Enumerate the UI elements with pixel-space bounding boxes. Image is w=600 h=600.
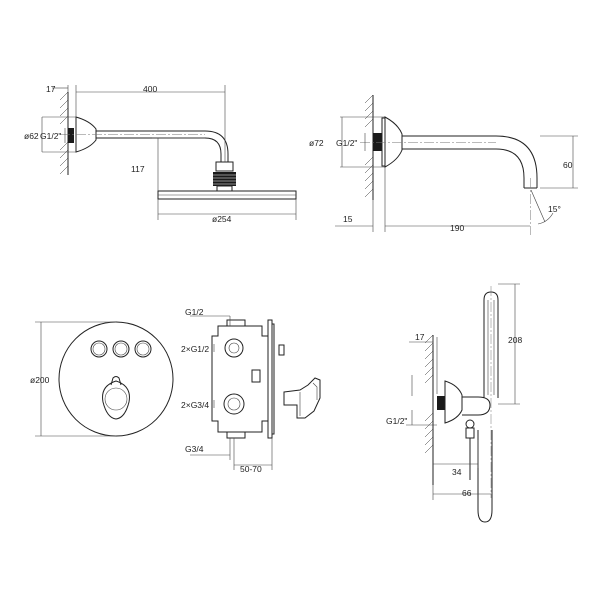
- holder-arm: [462, 396, 491, 416]
- hand-thread: [437, 396, 445, 410]
- dim-spout-reach: 190: [450, 223, 464, 233]
- shower-arm: [96, 130, 229, 162]
- dim-hand-offset-66: 66: [462, 488, 472, 498]
- wall-flange: [75, 116, 97, 153]
- dim-spout-angle: 15°: [548, 204, 561, 214]
- wall-hatch: [364, 94, 374, 200]
- button-2: [112, 340, 130, 358]
- dim-hand-height: 208: [508, 335, 522, 345]
- temperature-knob: [102, 380, 130, 420]
- spout-thread: [373, 133, 382, 151]
- spout-view: ø72 G1/2" 60 15 190 15°: [309, 94, 578, 235]
- wall-hatch: [424, 334, 434, 485]
- outlet-g12: [224, 338, 244, 358]
- dim-box-inlet-bottom: G3/4: [185, 444, 204, 454]
- hose: [477, 430, 493, 523]
- ball-joint: [215, 161, 234, 172]
- button-3: [134, 340, 152, 358]
- mixer-handle: [283, 377, 321, 419]
- dim-spout-flange: ø72: [309, 138, 324, 148]
- spout-flange: [384, 116, 403, 168]
- hand-flange: [444, 380, 463, 424]
- dim-hand-wall: 17: [415, 332, 425, 342]
- dim-shower-wall: 17: [46, 84, 56, 94]
- shower-head-view: 17 400 ø62 G1/2" 117 ø254: [24, 84, 297, 224]
- dim-shower-flange: ø62: [24, 131, 39, 141]
- dim-shower-drop: 117: [131, 164, 145, 174]
- dim-plate: ø200: [30, 375, 50, 385]
- outlet-g34: [223, 393, 245, 415]
- dim-spout-wall: 15: [343, 214, 353, 224]
- dim-box-outlets-34: 2×G3/4: [181, 400, 209, 410]
- dim-hand-offset-34: 34: [452, 467, 462, 477]
- dim-box-inlet-top: G1/2: [185, 307, 204, 317]
- dim-hand-thread: G1/2": [386, 416, 407, 426]
- dim-spout-thread: G1/2": [336, 138, 357, 148]
- dim-shower-arm: 400: [143, 84, 157, 94]
- dim-spout-height: 60: [563, 160, 573, 170]
- dim-box-depth: 50-70: [240, 464, 262, 474]
- button-1: [90, 340, 108, 358]
- concealed-box-view: G1/2 2×G1/2 2×G3/4 G3/4 50-70: [181, 307, 321, 474]
- dim-box-outlets-12: 2×G1/2: [181, 344, 209, 354]
- thread-connector: [68, 128, 74, 143]
- box-body: [211, 325, 269, 433]
- control-plate-view: ø200: [30, 321, 174, 437]
- dim-shower-thread: G1/2": [40, 131, 61, 141]
- dim-shower-head: ø254: [212, 214, 232, 224]
- hand-shower-view: 17 208 G1/2" 34 66: [386, 283, 522, 523]
- spout-tube: [402, 135, 538, 188]
